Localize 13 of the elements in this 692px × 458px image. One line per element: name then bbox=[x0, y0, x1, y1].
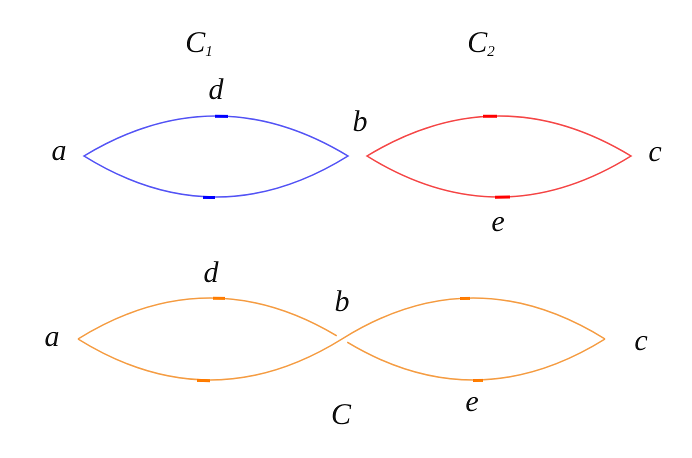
point-label: b bbox=[334, 287, 350, 317]
point-label: d bbox=[204, 258, 218, 288]
point-label: c bbox=[648, 137, 662, 167]
curve-label: C bbox=[331, 400, 351, 430]
point-label: c bbox=[634, 326, 648, 356]
point-label: d bbox=[208, 75, 224, 105]
point-label: b bbox=[352, 107, 368, 137]
curve-label: C$_{2}$ bbox=[467, 28, 495, 58]
point-label: a bbox=[44, 322, 60, 352]
point-label: e bbox=[465, 387, 479, 417]
curve-label: C$_{1}$ bbox=[185, 28, 213, 58]
point-label: e bbox=[491, 207, 505, 237]
point-label: a bbox=[52, 136, 66, 166]
